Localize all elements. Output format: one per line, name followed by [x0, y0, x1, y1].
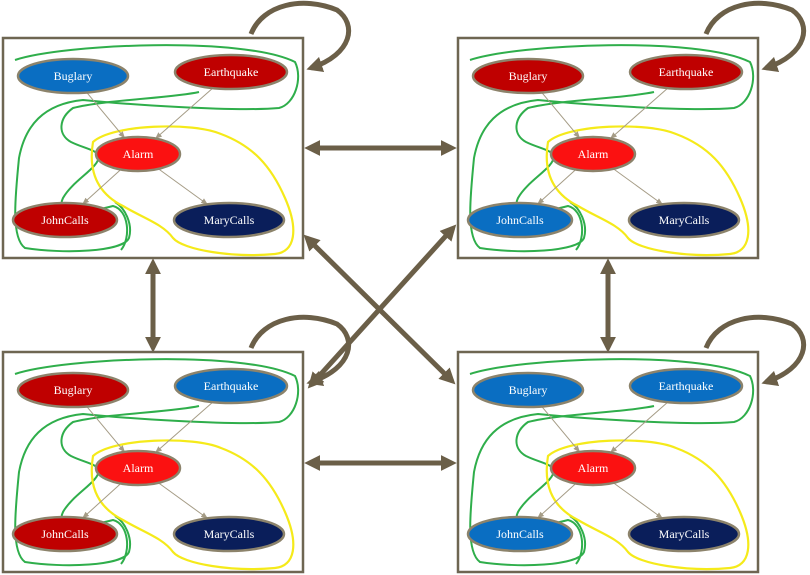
edge-earthquake-alarm	[154, 87, 214, 140]
node-ellipse	[16, 57, 130, 95]
edge-alarm-johncalls	[537, 169, 577, 205]
node-label: JohnCalls	[41, 527, 89, 541]
node-ellipse	[627, 515, 741, 553]
node-label: Buglary	[54, 383, 93, 397]
node-ellipse	[466, 201, 574, 239]
node-buglary: Buglary	[471, 57, 585, 95]
node-buglary: Buglary	[16, 371, 130, 409]
node-johncalls: JohnCalls	[11, 201, 119, 239]
edge-buglary-alarm	[541, 92, 581, 139]
edge-earthquake-alarm	[154, 401, 214, 454]
node-label: Buglary	[509, 383, 548, 397]
node-label: Alarm	[578, 147, 609, 161]
node-ellipse	[549, 449, 637, 487]
node-label: Alarm	[123, 461, 154, 475]
node-alarm: Alarm	[94, 449, 182, 487]
edge-earthquake-alarm	[609, 401, 669, 454]
node-label: JohnCalls	[496, 213, 544, 227]
node-ellipse	[466, 515, 574, 553]
node-earthquake: Earthquake	[173, 53, 289, 91]
node-ellipse	[549, 135, 637, 173]
node-label: Alarm	[578, 461, 609, 475]
node-johncalls: JohnCalls	[466, 201, 574, 239]
markov-blanket-outline-upper	[469, 44, 755, 253]
node-marycalls: MaryCalls	[627, 201, 741, 239]
edge-alarm-marycalls	[158, 482, 209, 519]
transition-arrows	[144, 139, 617, 472]
node-label: Earthquake	[204, 65, 259, 79]
node-marycalls: MaryCalls	[172, 515, 286, 553]
node-ellipse	[627, 201, 741, 239]
node-label: JohnCalls	[41, 213, 89, 227]
node-ellipse	[11, 515, 119, 553]
markov-blanket-outline-upper	[14, 358, 300, 567]
node-ellipse	[16, 371, 130, 409]
node-ellipse	[94, 449, 182, 487]
node-ellipse	[628, 53, 744, 91]
node-ellipse	[172, 515, 286, 553]
node-label: JohnCalls	[496, 527, 544, 541]
node-label: MaryCalls	[659, 527, 710, 541]
node-earthquake: Earthquake	[173, 367, 289, 405]
alarm-neighborhood-outline	[90, 125, 295, 257]
edge-alarm-johncalls	[82, 169, 122, 205]
alarm-neighborhood-outline	[545, 439, 750, 571]
node-earthquake: Earthquake	[628, 367, 744, 405]
edge-alarm-marycalls	[613, 168, 664, 205]
node-ellipse	[11, 201, 119, 239]
node-label: MaryCalls	[204, 213, 255, 227]
self-loop-arrow	[248, 0, 352, 73]
node-ellipse	[173, 53, 289, 91]
edge-alarm-marycalls	[158, 168, 209, 205]
alarm-neighborhood-outline	[90, 439, 295, 571]
markov-blanket-outline-upper	[469, 358, 755, 567]
node-label: Earthquake	[659, 379, 714, 393]
node-ellipse	[94, 135, 182, 173]
self-loop-arrow	[703, 0, 807, 73]
node-label: Earthquake	[204, 379, 259, 393]
node-ellipse	[172, 201, 286, 239]
node-label: Buglary	[509, 69, 548, 83]
node-ellipse	[173, 367, 289, 405]
edge-earthquake-alarm	[609, 87, 669, 140]
edge-alarm-johncalls	[82, 483, 122, 519]
node-marycalls: MaryCalls	[172, 201, 286, 239]
self-loop-arrow	[703, 314, 807, 387]
node-ellipse	[471, 371, 585, 409]
node-marycalls: MaryCalls	[627, 515, 741, 553]
markov-blanket-outline-upper	[14, 44, 300, 253]
node-label: MaryCalls	[659, 213, 710, 227]
transition-arrow-top-right-to-bottom-left	[307, 224, 457, 389]
node-label: Buglary	[54, 69, 93, 83]
node-earthquake: Earthquake	[628, 53, 744, 91]
node-alarm: Alarm	[549, 449, 637, 487]
edge-buglary-alarm	[86, 406, 126, 453]
node-buglary: Buglary	[16, 57, 130, 95]
node-label: Alarm	[123, 147, 154, 161]
edge-buglary-alarm	[86, 92, 126, 139]
self-loop-arrow	[248, 314, 352, 387]
node-ellipse	[471, 57, 585, 95]
node-label: MaryCalls	[204, 527, 255, 541]
node-ellipse	[628, 367, 744, 405]
edge-alarm-johncalls	[537, 483, 577, 519]
node-johncalls: JohnCalls	[11, 515, 119, 553]
node-alarm: Alarm	[549, 135, 637, 173]
node-label: Earthquake	[659, 65, 714, 79]
node-johncalls: JohnCalls	[466, 515, 574, 553]
edge-buglary-alarm	[541, 406, 581, 453]
edge-alarm-marycalls	[613, 482, 664, 519]
alarm-neighborhood-outline	[545, 125, 750, 257]
node-buglary: Buglary	[471, 371, 585, 409]
node-alarm: Alarm	[94, 135, 182, 173]
